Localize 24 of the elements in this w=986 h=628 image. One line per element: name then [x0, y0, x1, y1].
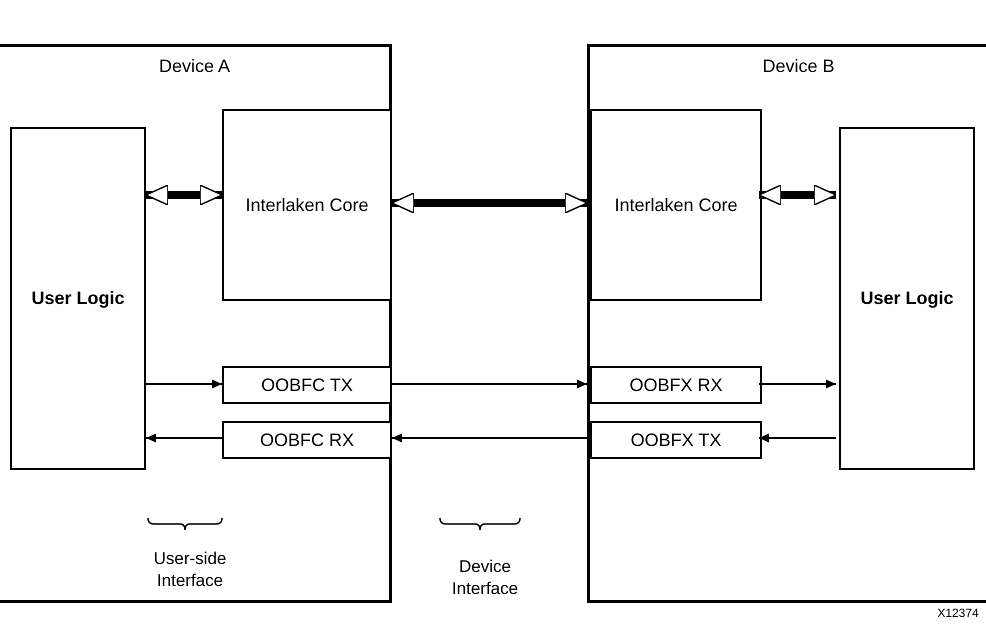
arrow: [146, 380, 222, 388]
double-arrow: [758, 184, 837, 206]
component-box: Interlaken Core: [590, 109, 762, 301]
arrow: [392, 380, 587, 388]
arrow: [146, 434, 222, 442]
arrow: [392, 434, 587, 442]
note-text: User-side Interface: [152, 548, 228, 592]
note-text: X12374: [936, 606, 980, 622]
double-arrow: [391, 192, 588, 214]
double-arrow: [145, 184, 223, 206]
arrow: [759, 380, 836, 388]
arrow: [759, 434, 836, 442]
component-box: OOBFC RX: [222, 421, 392, 459]
device-frame: [587, 44, 986, 603]
component-box: OOBFC TX: [222, 366, 392, 404]
component-box: User Logic: [10, 127, 146, 470]
note-text: Device Interface: [450, 556, 520, 600]
component-box: Interlaken Core: [222, 109, 392, 301]
device-frame: [0, 44, 392, 603]
device-title: Device B: [761, 55, 836, 78]
component-box: OOBFX RX: [590, 366, 762, 404]
component-box: OOBFX TX: [590, 421, 762, 459]
component-box: User Logic: [839, 127, 975, 470]
device-title: Device A: [158, 55, 232, 78]
